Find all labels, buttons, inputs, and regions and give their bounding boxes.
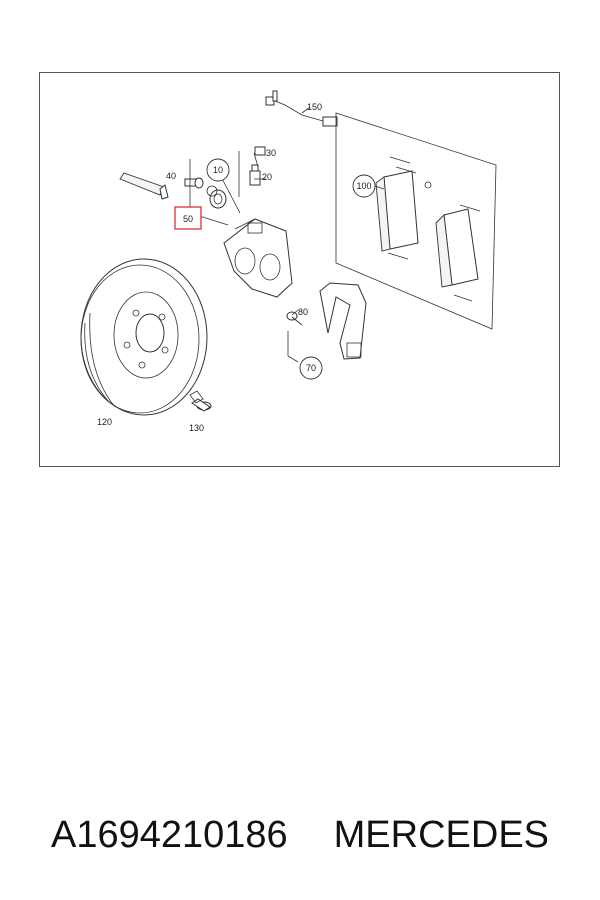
callout-label: 30 (266, 148, 276, 158)
callout-label: 40 (166, 171, 176, 181)
brand-name: MERCEDES (333, 813, 550, 856)
callout-10[interactable]: 10 (206, 158, 230, 182)
callout-label: 50 (183, 214, 193, 224)
callout-150[interactable]: 150 (307, 102, 322, 112)
callout-label: 100 (356, 181, 371, 191)
callout-label: 70 (306, 363, 316, 373)
callout-label: 10 (213, 165, 223, 175)
callout-50-highlighted[interactable]: 50 (174, 206, 202, 230)
callout-120[interactable]: 120 (97, 417, 112, 427)
callout-40[interactable]: 40 (166, 171, 176, 181)
callout-label: 150 (307, 102, 322, 112)
guide-pin[interactable] (119, 172, 169, 200)
brake-pad-kit[interactable] (335, 112, 497, 330)
bleeder-screw[interactable] (249, 164, 261, 186)
part-number: A1694210186 (50, 813, 288, 856)
brake-disc[interactable] (80, 258, 208, 416)
callout-label: 20 (262, 172, 272, 182)
disc-bolt[interactable] (189, 390, 212, 412)
callout-label: 130 (189, 423, 204, 433)
guide-sleeve[interactable] (206, 185, 227, 209)
caliper-bracket[interactable] (319, 282, 367, 360)
dust-cap[interactable] (254, 146, 266, 156)
bolt-40[interactable] (184, 177, 204, 189)
brake-caliper[interactable] (223, 218, 293, 298)
wear-sensor[interactable] (265, 90, 338, 127)
callout-label: 80 (298, 307, 308, 317)
callout-130[interactable]: 130 (189, 423, 204, 433)
parts-diagram: 10 20 30 40 50 70 80 100 120 130 (39, 72, 560, 467)
callout-70[interactable]: 70 (299, 356, 323, 380)
callout-20[interactable]: 20 (262, 172, 272, 182)
callout-80[interactable]: 80 (298, 307, 308, 317)
callout-label: 120 (97, 417, 112, 427)
product-caption: A1694210186 MERCEDES (0, 800, 600, 870)
callout-30[interactable]: 30 (266, 148, 276, 158)
callout-100[interactable]: 100 (352, 174, 376, 198)
bracket-bolt[interactable] (286, 311, 303, 326)
